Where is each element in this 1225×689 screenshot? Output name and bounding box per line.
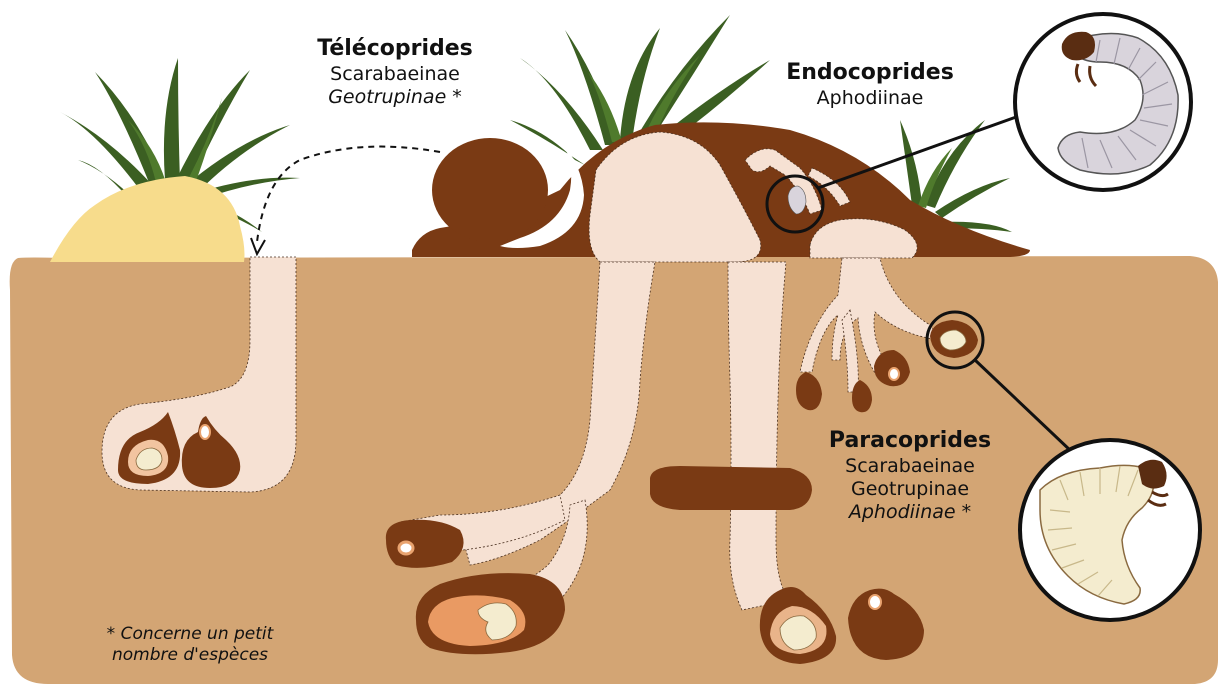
telecoprides-line-2: Geotrupinae *	[300, 86, 490, 109]
rolling-arrow	[257, 147, 440, 242]
egg-telecoprid	[200, 425, 210, 439]
footnote-line-2: nombre d'espèces	[112, 645, 268, 665]
egg-endocoprid-3	[889, 368, 899, 380]
dung-mass-mid	[650, 466, 812, 510]
dung-sausage-1	[386, 520, 464, 568]
label-endocoprides: Endocoprides Aphodiinae	[770, 60, 970, 110]
label-telecoprides: Télécoprides Scarabaeinae Geotrupinae *	[300, 36, 490, 109]
endocoprides-title: Endocoprides	[770, 60, 970, 87]
telecoprides-title: Télécoprides	[300, 36, 490, 63]
label-paracoprides: Paracoprides Scarabaeinae Geotrupinae Ap…	[805, 428, 1015, 524]
sand-mound	[50, 176, 245, 262]
footnote: * Concerne un petit nombre d'espèces	[60, 624, 320, 667]
zoom-circle-larva	[1020, 440, 1200, 620]
paracoprides-line-2: Geotrupinae	[805, 478, 1015, 501]
egg-paracoprid-1	[399, 542, 413, 554]
paracoprides-title: Paracoprides	[805, 428, 1015, 455]
egg-paracoprid-4	[869, 595, 881, 609]
dung-ball	[432, 138, 548, 242]
footnote-line-1: * Concerne un petit	[107, 624, 274, 644]
paracoprides-line-3: Aphodiinae *	[805, 501, 1015, 524]
telecoprides-line-1: Scarabaeinae	[300, 63, 490, 86]
endocoprides-line-1: Aphodiinae	[770, 87, 970, 110]
zoom-circle-grub	[1015, 14, 1191, 190]
zoom-connector-top	[818, 112, 1030, 188]
paracoprides-line-1: Scarabaeinae	[805, 455, 1015, 478]
